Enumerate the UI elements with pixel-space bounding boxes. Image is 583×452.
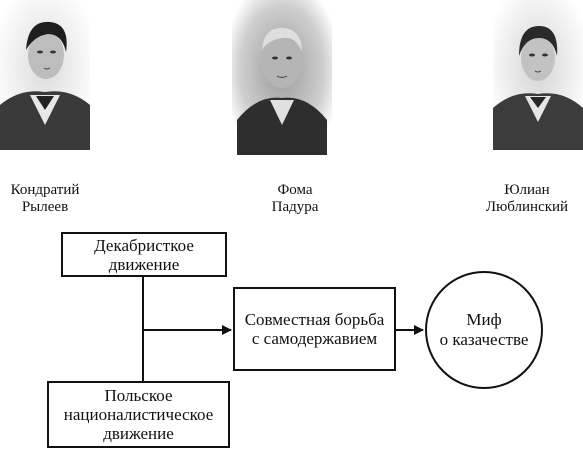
myth-about-cossacks-circle: Миф о казачестве (425, 271, 543, 389)
portrait-ryleev (0, 0, 90, 150)
polish-movement-box: Польское националистическое движение (47, 381, 230, 448)
portrait-padura (232, 0, 332, 155)
joint-struggle-box: Совместная борьба с самодержавием (233, 287, 396, 371)
caption-lublinsky: Юлиан Люблинский (485, 182, 569, 215)
caption-ryleev: Кондратий Рылеев (10, 182, 80, 215)
caption-padura: Фома Падура (271, 182, 319, 215)
decembrist-movement-box: Декабристкое движение (61, 232, 227, 277)
portrait-lublinsky (493, 0, 583, 150)
